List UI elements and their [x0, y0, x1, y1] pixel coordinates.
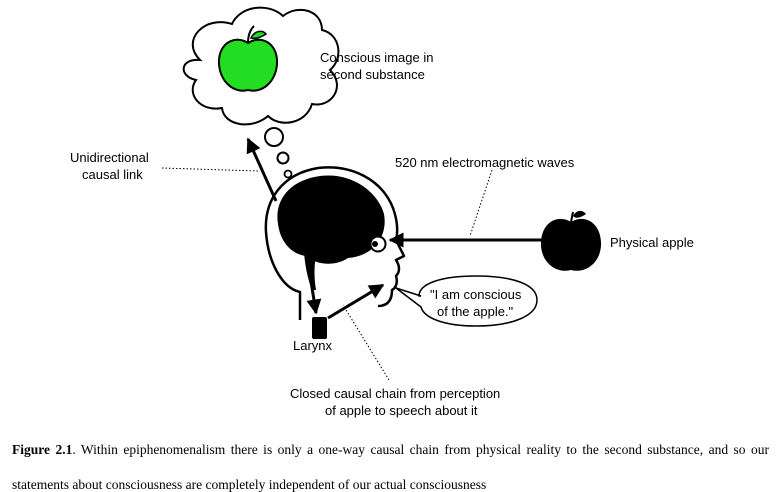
conscious-apple-icon	[217, 25, 279, 92]
eye-icon	[369, 235, 387, 253]
epiphenomenalism-diagram: Conscious image in second substance Unid…	[70, 6, 694, 418]
larynx-label: Larynx	[293, 338, 333, 353]
speech-bubble	[395, 275, 538, 327]
unidirectional-label-line2: causal link	[82, 167, 143, 182]
thought-bubble-large	[264, 127, 284, 147]
leader-lines	[161, 167, 493, 381]
speech-text-line1: "I am conscious	[430, 287, 522, 302]
figure-caption-text: . Within epiphenomenalism there is only …	[12, 442, 769, 492]
arrow-larynx-to-mouth	[327, 283, 385, 320]
conscious-image-label-line1: Conscious image in	[320, 50, 433, 65]
larynx-box	[312, 317, 327, 339]
physical-apple-icon	[540, 210, 602, 271]
conscious-image-label-line2: second substance	[320, 67, 425, 82]
physical-apple-label: Physical apple	[610, 235, 694, 250]
arrow-brain-to-larynx	[306, 261, 322, 315]
speech-text-line2: of the apple."	[437, 304, 514, 319]
unidirectional-label-line1: Unidirectional	[70, 150, 149, 165]
brain	[277, 175, 385, 290]
thought-bubble-small	[283, 169, 293, 179]
chain-label-line2: of apple to speech about it	[325, 403, 478, 418]
figure-caption-label: Figure 2.1	[12, 442, 73, 457]
figure-caption: Figure 2.1. Within epiphenomenalism ther…	[12, 432, 769, 492]
thought-bubble-medium	[276, 151, 290, 165]
chain-label-line1: Closed causal chain from perception	[290, 386, 500, 401]
waves-label: 520 nm electromagnetic waves	[395, 155, 575, 170]
head-outline	[264, 166, 406, 320]
arrow-causal-link	[246, 137, 278, 202]
